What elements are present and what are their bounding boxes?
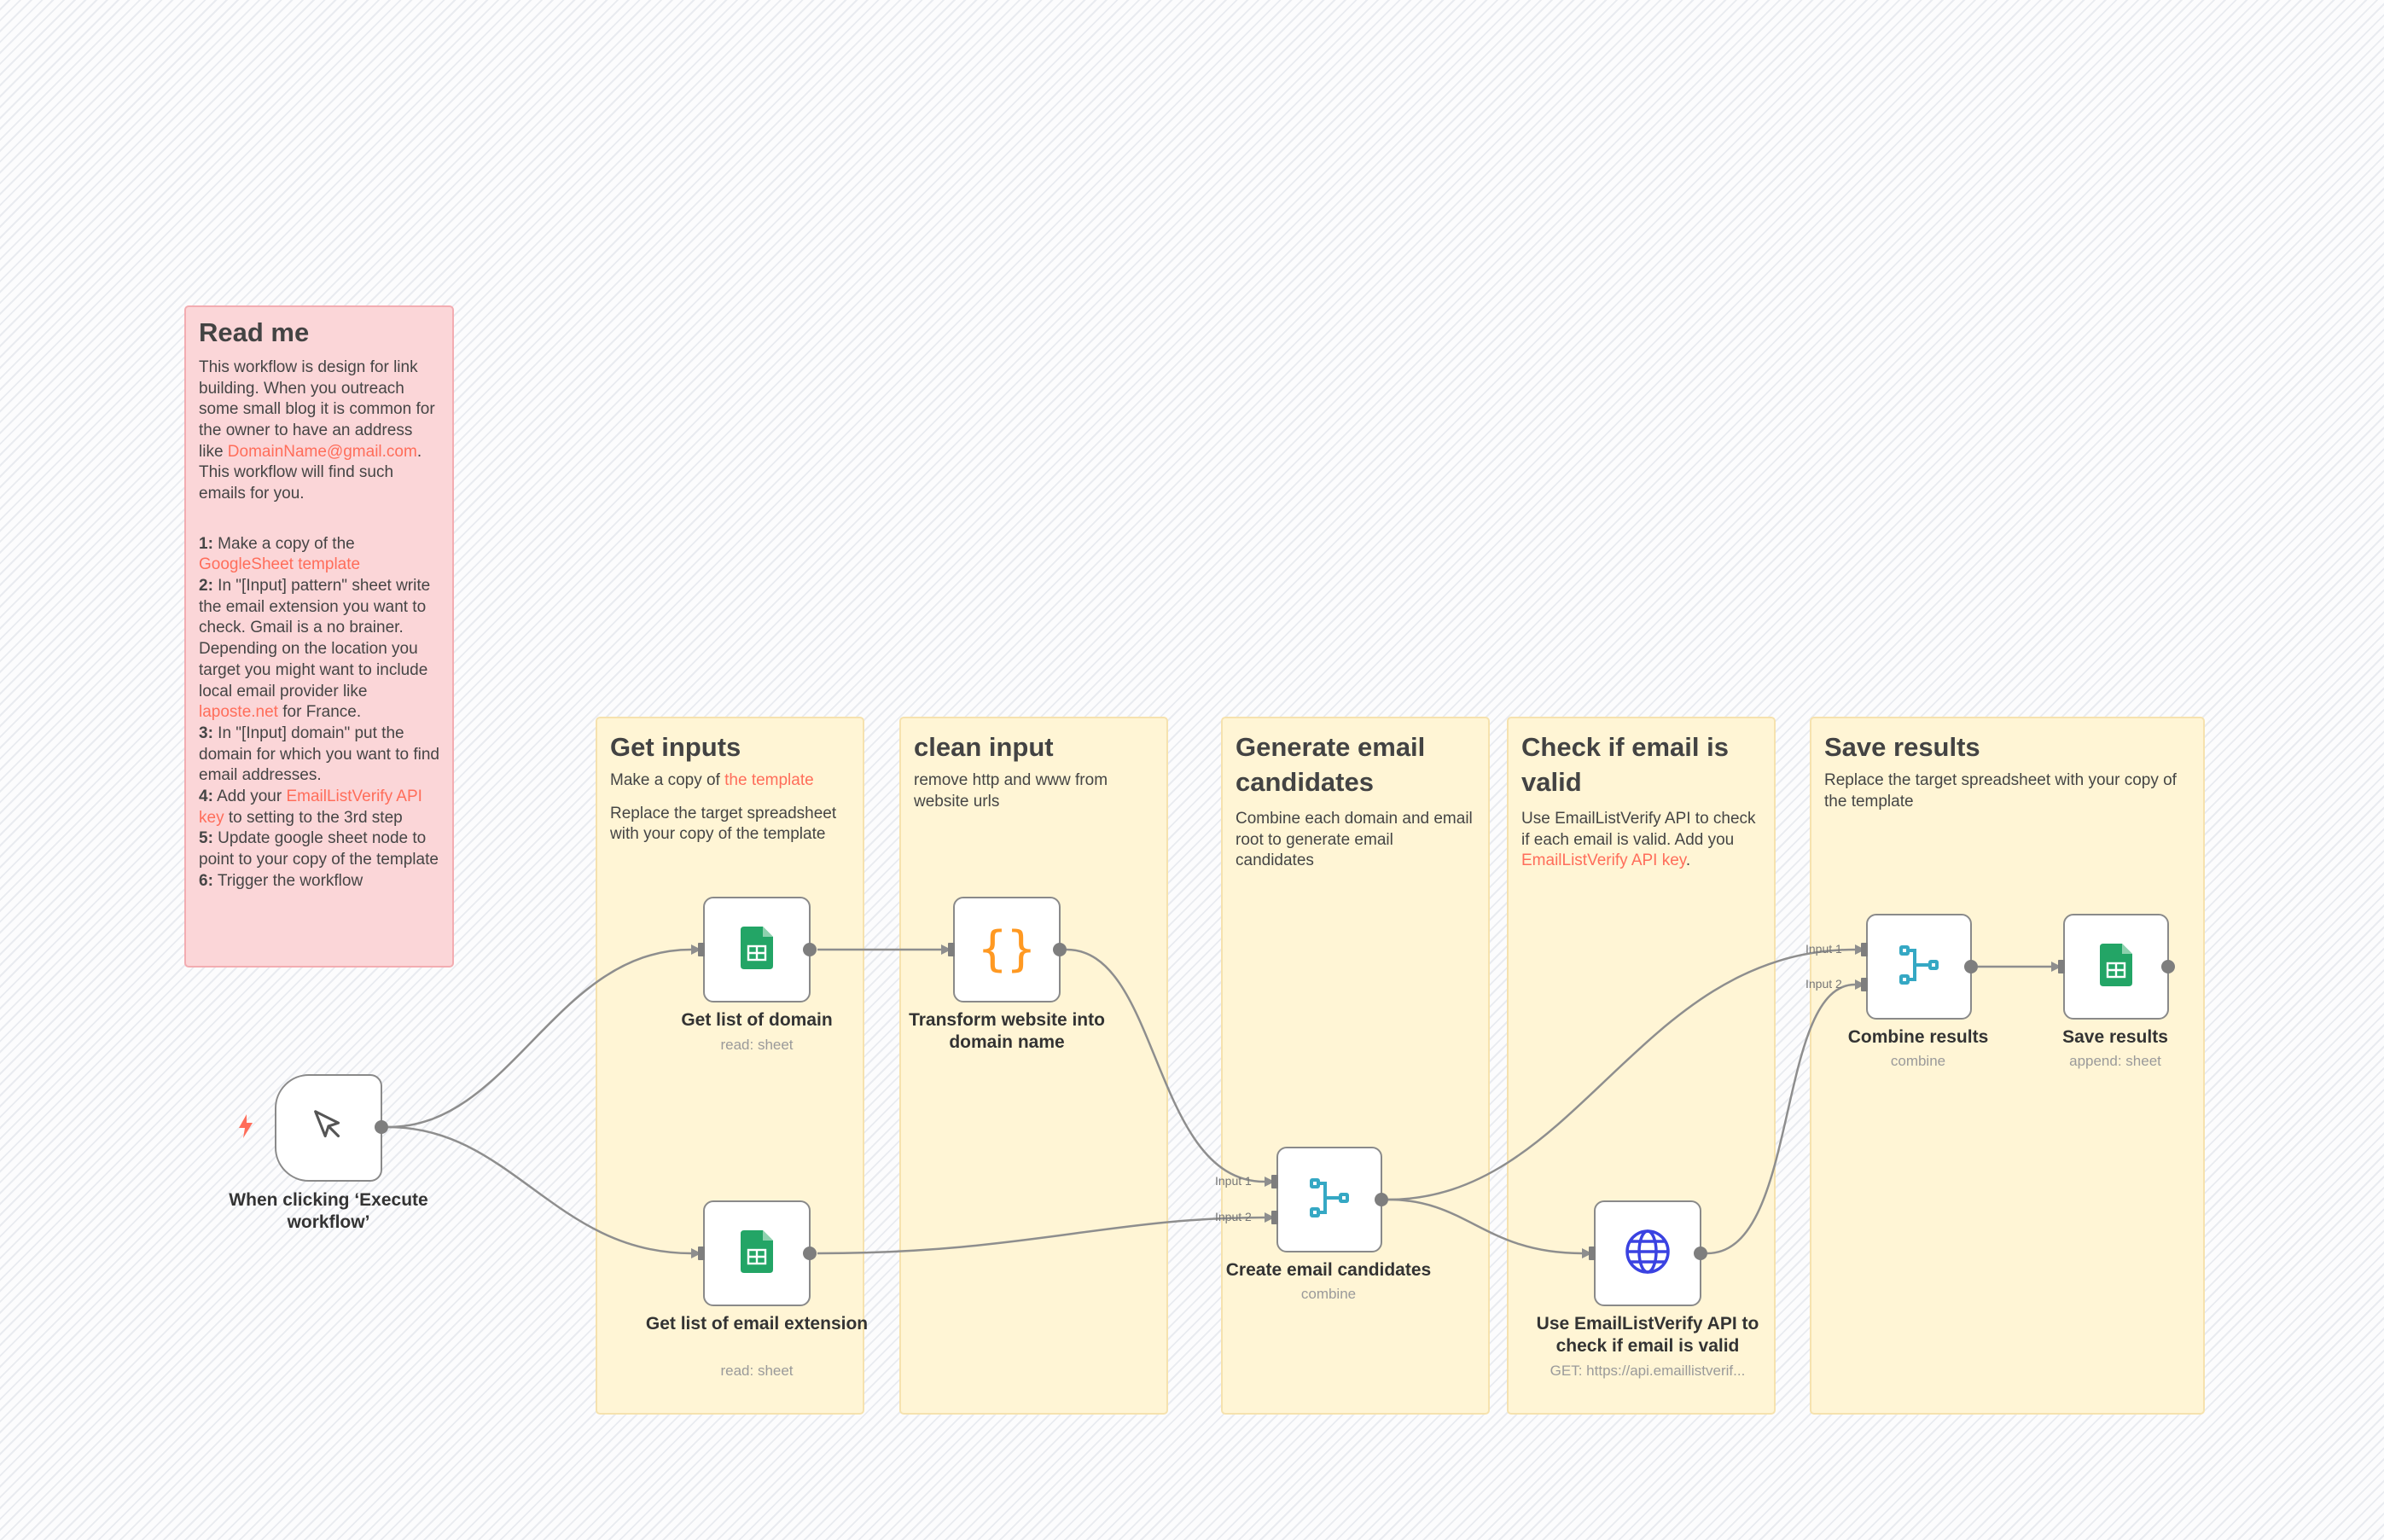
save-text: Replace the target spreadsheet with your… [1824, 770, 2177, 811]
get-inputs-title: Get inputs [610, 732, 741, 762]
api-output-port[interactable] [1694, 1247, 1707, 1260]
clean-input-text: remove http and www from website urls [914, 770, 1108, 811]
code-braces-icon: {} [978, 921, 1036, 977]
connection-api-to-combine[interactable] [1707, 983, 1856, 1255]
connection-create-to-api[interactable] [1387, 1198, 1583, 1255]
google-sheets-icon [2100, 943, 2132, 991]
combine-input-1-label: Input 1 [1805, 942, 1842, 956]
readme-title: Read me [199, 317, 310, 347]
generate-text: Combine each domain and email root to ge… [1236, 809, 1473, 870]
sticky-save-results[interactable]: Save results Replace the target spreadsh… [1810, 717, 2205, 1415]
api-subtitle: GET: https://api.emaillistverif... [1550, 1363, 1746, 1379]
create-input-1-port[interactable] [1271, 1175, 1278, 1188]
globe-icon [1624, 1228, 1672, 1280]
arrowhead [1265, 1212, 1275, 1223]
arrowhead [1855, 944, 1865, 955]
get-list-of-email-extension-node[interactable] [703, 1200, 811, 1306]
the-template-link[interactable]: the template [724, 770, 814, 789]
combine-input-1-port[interactable] [1861, 943, 1868, 956]
clean-input-title: clean input [914, 732, 1054, 762]
create-input-1-label: Input 1 [1215, 1174, 1252, 1188]
trigger-label: When clicking ‘Execute workflow’ [229, 1190, 428, 1233]
create-email-candidates-node[interactable] [1276, 1147, 1382, 1252]
get-extension-label: Get list of email extension [645, 1314, 869, 1334]
google-sheets-icon [741, 926, 773, 973]
googlesheet-template-link[interactable]: GoogleSheet template [199, 555, 361, 574]
save-input-port[interactable] [2058, 960, 2065, 973]
connection-trigger-to-domain[interactable] [387, 948, 692, 1129]
check-title: Check if email is valid [1521, 732, 1729, 797]
merge-icon [1896, 942, 1942, 992]
combine-input-2-label: Input 2 [1805, 977, 1842, 991]
generate-title: Generate email candidates [1236, 732, 1426, 797]
save-output-port[interactable] [2161, 960, 2175, 973]
get-extension-input-port[interactable] [698, 1247, 705, 1260]
get-domain-subtitle: read: sheet [720, 1037, 794, 1053]
create-input-2-label: Input 2 [1215, 1210, 1252, 1223]
lightning-icon [237, 1114, 254, 1142]
merge-icon [1306, 1175, 1352, 1225]
emaillistverify-api-link[interactable]: EmailListVerify API key [199, 787, 422, 827]
arrowhead [1582, 1248, 1592, 1258]
connection-extension-to-create[interactable] [817, 1216, 1265, 1255]
save-subtitle: append: sheet [2069, 1053, 2161, 1069]
create-subtitle: combine [1300, 1286, 1357, 1302]
save-title: Save results [1824, 732, 1980, 762]
emaillistverify-api-node[interactable] [1594, 1200, 1701, 1306]
get-extension-output-port[interactable] [803, 1247, 817, 1260]
arrowhead [1265, 1177, 1275, 1187]
combine-label: Combine results [1847, 1027, 1989, 1047]
trigger-output-port[interactable] [375, 1120, 388, 1134]
get-inputs-text: Make a copy of the template [610, 770, 814, 789]
sticky-clean-input[interactable]: clean input remove http and www from web… [899, 717, 1168, 1415]
readme-steps: 1: Make a copy of the GoogleSheet templa… [199, 534, 439, 890]
laposte-link[interactable]: laposte.net [199, 703, 278, 722]
sticky-generate-candidates[interactable]: Generate email candidates Combine each d… [1221, 717, 1490, 1415]
arrowhead [941, 944, 951, 955]
get-inputs-text-2: Replace the target spreadsheet with your… [610, 804, 837, 844]
combine-subtitle: combine [1890, 1053, 1946, 1069]
api-label: Use EmailListVerify API to check if emai… [1536, 1314, 1759, 1357]
connection-create-to-combine[interactable] [1387, 948, 1856, 1201]
save-results-node[interactable] [2063, 914, 2169, 1020]
arrowhead [2051, 962, 2061, 972]
get-domain-output-port[interactable] [803, 943, 817, 956]
save-label: Save results [2062, 1027, 2168, 1047]
transform-label: Transform website into domain name [909, 1010, 1105, 1053]
cursor-icon [309, 1107, 348, 1150]
combine-input-2-port[interactable] [1861, 978, 1868, 991]
create-output-port[interactable] [1375, 1193, 1388, 1206]
connection-trigger-to-extension[interactable] [387, 1125, 692, 1255]
get-domain-label: Get list of domain [681, 1010, 833, 1030]
create-label: Create email candidates [1225, 1260, 1432, 1280]
combine-output-port[interactable] [1964, 960, 1978, 973]
manual-trigger-node[interactable] [275, 1074, 382, 1182]
arrowhead [1855, 979, 1865, 990]
get-list-of-domain-node[interactable] [703, 897, 811, 1002]
transform-input-port[interactable] [948, 943, 955, 956]
transform-website-node[interactable]: {} [953, 897, 1061, 1002]
readme-note[interactable]: Read me This workflow is design for link… [184, 305, 454, 968]
connection-transform-to-create[interactable] [1066, 948, 1265, 1183]
arrowhead [691, 1248, 701, 1258]
check-api-key-link[interactable]: EmailListVerify API key [1521, 851, 1686, 870]
get-extension-subtitle: read: sheet [720, 1363, 794, 1379]
check-text: Use EmailListVerify API to check if each… [1521, 809, 1756, 870]
readme-email-link[interactable]: DomainName@gmail.com [227, 442, 417, 461]
readme-intro: This workflow is design for link buildin… [199, 357, 435, 503]
transform-output-port[interactable] [1053, 943, 1067, 956]
google-sheets-icon [741, 1229, 773, 1277]
arrowhead [691, 944, 701, 955]
combine-results-node[interactable] [1866, 914, 1972, 1020]
create-input-2-port[interactable] [1271, 1211, 1278, 1224]
api-input-port[interactable] [1589, 1247, 1596, 1260]
get-domain-input-port[interactable] [698, 943, 705, 956]
